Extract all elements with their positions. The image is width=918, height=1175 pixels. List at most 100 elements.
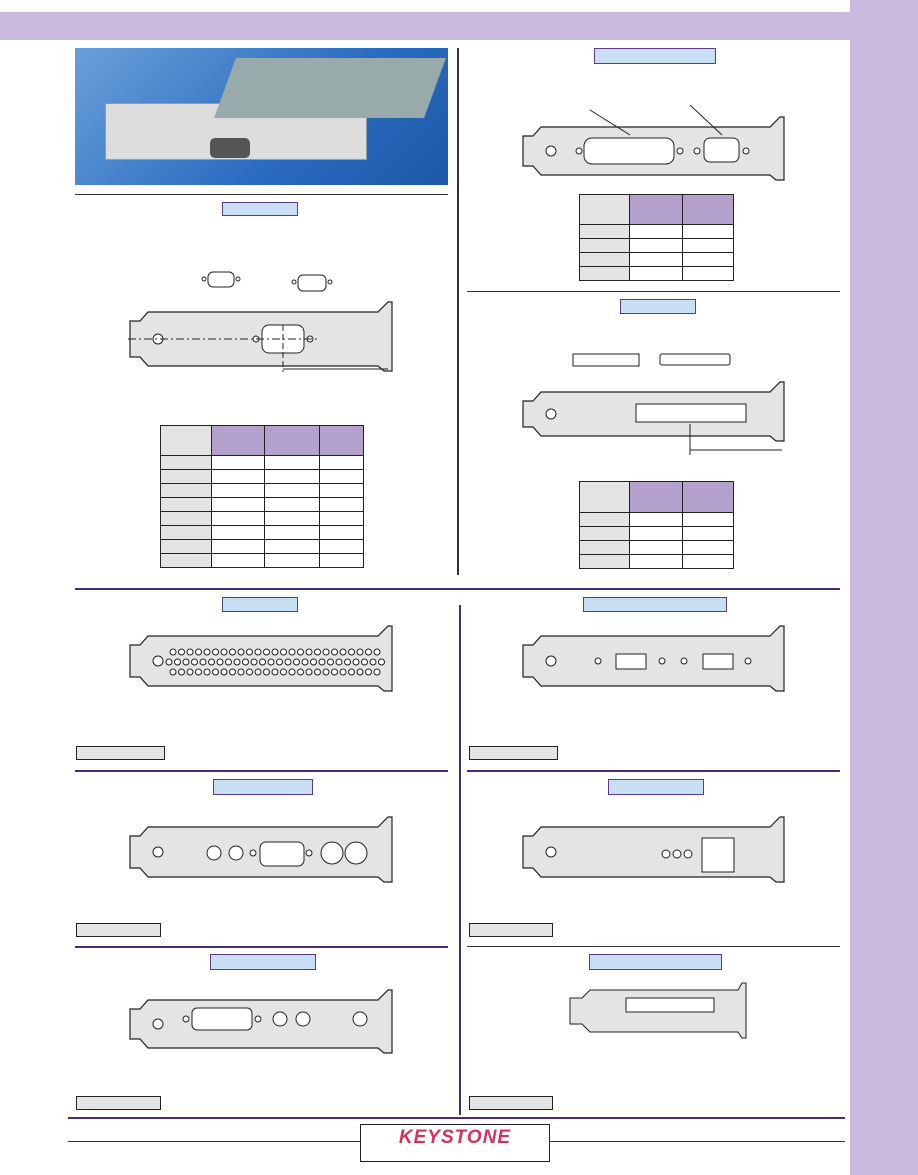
table-row	[160, 483, 364, 498]
section-label	[222, 202, 298, 216]
drawing-shape	[295, 1011, 311, 1027]
part-number-box	[469, 1096, 553, 1110]
drawing-shape	[182, 1015, 190, 1023]
drawing-shape	[284, 658, 292, 666]
drawing-shape	[246, 648, 253, 656]
table-row	[160, 425, 364, 456]
drawing-shape	[583, 137, 675, 165]
drawing-shape	[348, 648, 355, 656]
spec-table	[579, 481, 734, 569]
drawing-shape	[212, 668, 219, 676]
table-row	[160, 553, 364, 568]
divider	[467, 946, 840, 947]
part-number-box	[469, 923, 553, 937]
drawing-shape	[672, 849, 682, 859]
drawing-shape	[327, 658, 334, 666]
drawing-shape	[228, 845, 244, 861]
drawing-shape	[259, 658, 266, 666]
drawing-shape	[249, 849, 257, 857]
drawing-shape	[288, 668, 296, 676]
drawing-shape	[693, 147, 701, 155]
drawing-shape	[310, 658, 317, 666]
keystone-logo: KEYSTONE	[360, 1124, 550, 1162]
drawing-shape	[178, 668, 185, 676]
table-row	[160, 469, 364, 484]
header-band	[0, 12, 850, 40]
drawing-shape	[545, 846, 557, 858]
table-row	[160, 525, 364, 540]
drawing-shape	[254, 668, 262, 676]
table-row	[160, 511, 364, 526]
drawing-shape	[702, 653, 734, 670]
table-row	[579, 526, 734, 541]
drawing-shape	[373, 668, 381, 676]
table-row	[579, 266, 734, 281]
drawing-shape	[259, 841, 305, 867]
drawing-shape	[272, 1011, 288, 1027]
drawing-shape	[195, 668, 202, 676]
drawing-shape	[229, 668, 236, 676]
drawing-shape	[242, 658, 249, 666]
section-label	[213, 779, 313, 795]
section-label	[608, 779, 704, 795]
drawing-shape	[229, 648, 236, 656]
drawing-shape	[572, 353, 640, 367]
drawing-shape	[365, 648, 372, 656]
drawing-shape	[361, 658, 368, 666]
drawing-shape	[263, 668, 270, 676]
drawing-shape	[356, 648, 364, 656]
drawing-shape	[201, 276, 207, 282]
drawing-shape	[165, 658, 173, 666]
column-divider	[457, 48, 459, 575]
drawing-shape	[545, 145, 557, 157]
drawing-shape	[235, 276, 241, 282]
drawing-shape	[352, 1011, 368, 1027]
drawing-shape	[594, 657, 602, 665]
column-divider	[459, 605, 461, 1115]
logo-text: KEYSTONE	[398, 1127, 512, 1148]
drawing-shape	[195, 648, 202, 656]
drawing-shape	[689, 104, 723, 136]
drawing-shape	[331, 648, 338, 656]
drawing-shape	[322, 648, 330, 656]
drawing-shape	[365, 668, 372, 676]
drawing-shape	[288, 648, 296, 656]
drawing-shape	[369, 658, 377, 666]
drawing-shape	[152, 655, 164, 667]
drawing-shape	[635, 403, 747, 423]
drawing-shape	[233, 658, 241, 666]
drawing-shape	[318, 658, 326, 666]
drawing-shape	[191, 1007, 253, 1031]
table-row	[160, 497, 364, 512]
drawing-shape	[331, 668, 338, 676]
drawing-shape	[254, 1015, 262, 1023]
part-number-box	[76, 746, 165, 760]
section-label	[222, 597, 298, 612]
spec-table	[160, 425, 364, 568]
drawing-shape	[186, 668, 194, 676]
drawing-shape	[589, 109, 631, 136]
drawing-shape	[254, 648, 262, 656]
drawing-shape	[701, 837, 735, 873]
divider	[68, 1117, 845, 1119]
drawing-shape	[216, 658, 224, 666]
drawing-shape	[220, 668, 228, 676]
divider	[75, 588, 840, 590]
drawing-shape	[293, 658, 300, 666]
part-number-box	[76, 1096, 161, 1110]
spec-table	[579, 194, 734, 281]
drawing-shape	[676, 147, 684, 155]
section-label	[583, 597, 727, 612]
drawing-shape	[545, 655, 557, 667]
drawing-shape	[169, 668, 177, 676]
drawing-shape	[225, 658, 232, 666]
drawing-shape	[208, 658, 215, 666]
divider	[467, 770, 840, 772]
drawing-shape	[356, 668, 364, 676]
drawing-shape	[297, 274, 327, 292]
drawing-shape	[263, 648, 270, 656]
drawing-shape	[174, 658, 181, 666]
drawing-shape	[152, 846, 164, 858]
drawing-shape	[237, 648, 245, 656]
